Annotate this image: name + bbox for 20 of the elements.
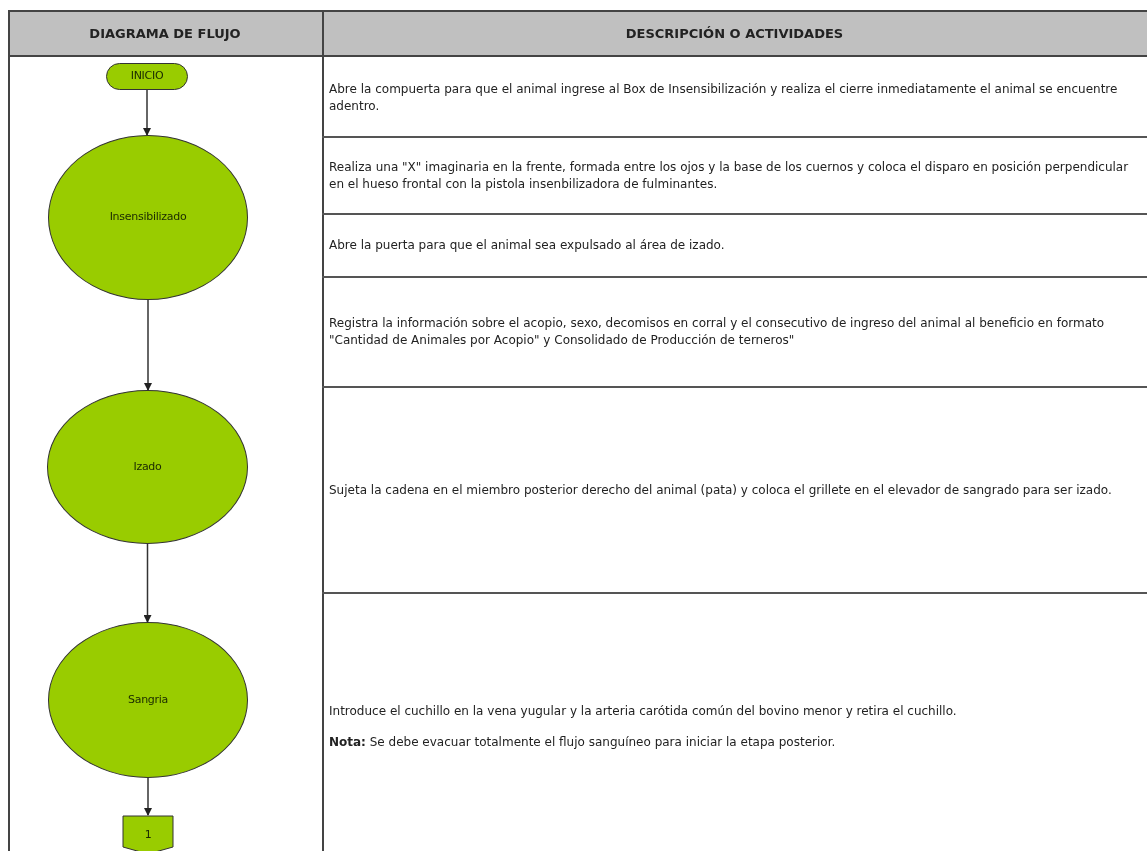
- node-label: Sangria: [127, 691, 169, 708]
- activity-description: Nota: Se debe evacuar totalmente el flujo sanguíneo para iniciar la etapa posterior.: [329, 734, 837, 751]
- node-label: INICIO: [130, 68, 164, 85]
- node-label: Insensibilizado: [109, 209, 187, 226]
- node-label: 1: [144, 827, 152, 843]
- activity-description: Realiza una "X" imaginaria en la frente, formada entre los ojos y la base de los cuernos y coloca el disparo en posición perpendicular en el hueso frontal con la pistola insenbilizadora de fulminantes.: [329, 158, 1130, 193]
- activity-description: Registra la información sobre el acopio, sexo, decomisos en corral y el consecutivo de ingreso del animal al beneficio en formato "Cantidad de Animales por Acopio" y Consolidado de Producción de terneros": [329, 315, 1106, 349]
- arrow: [144, 777, 152, 816]
- node-label: Izado: [133, 458, 162, 475]
- column-header: DESCRIPCIÓN O ACTIVIDADES: [625, 24, 844, 43]
- arrow: [143, 543, 152, 623]
- off-page-connector: [122, 815, 174, 851]
- activity-description: Sujeta la cadena en el miembro posterior derecho del animal (pata) y coloca el grillete en el elevador de sangrado para ser izado.: [329, 481, 1113, 499]
- activity-description: Abre la puerta para que el animal sea expulsado al área de izado.: [329, 237, 726, 254]
- arrow: [144, 299, 152, 391]
- column-header: DIAGRAMA DE FLUJO: [89, 24, 241, 43]
- terminator-pill: [106, 63, 188, 90]
- arrow: [143, 89, 151, 136]
- activity-description: Introduce el cuchillo en la vena yugular y la arteria carótida común del bovino menor y retira el cuchillo.: [329, 703, 958, 720]
- activity-description: Abre la compuerta para que el animal ingrese al Box de Insensibilización y realiza el cierre inmediatamente el animal se encuentre adentro.: [329, 80, 1119, 115]
